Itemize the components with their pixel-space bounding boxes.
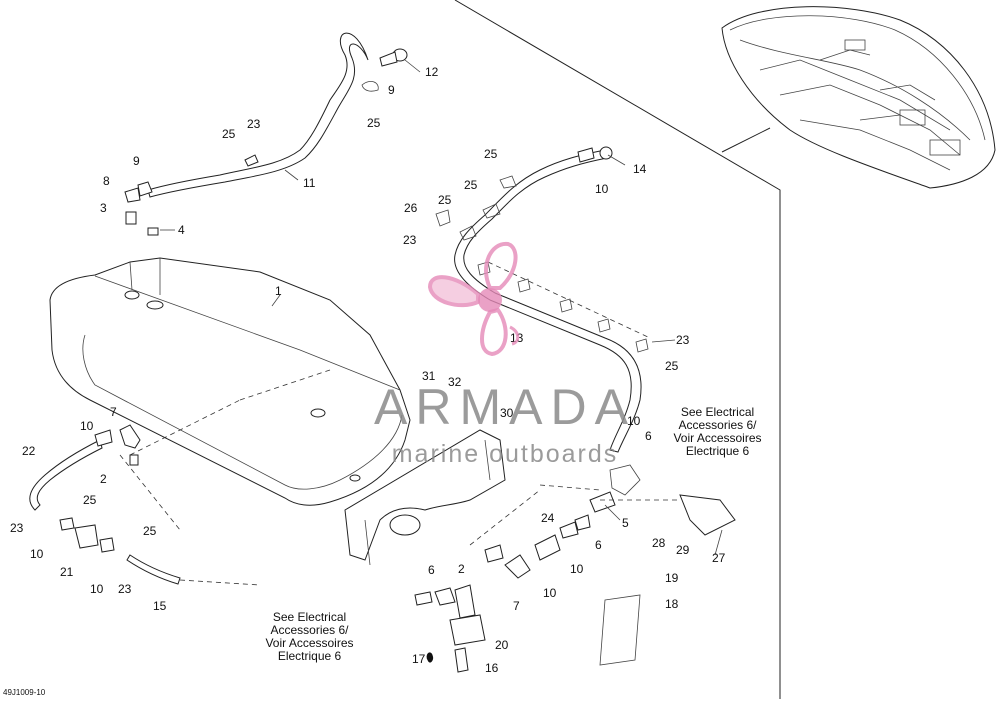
armada-propeller-logo (427, 241, 520, 357)
callout-29: 29 (676, 543, 690, 557)
callout-10: 10 (570, 562, 584, 576)
callout-24: 24 (541, 511, 555, 525)
callout-4: 4 (178, 223, 185, 237)
note-line: Voir Accessoires (265, 636, 354, 650)
callout-25: 25 (665, 359, 679, 373)
callout-23: 23 (247, 117, 261, 131)
callout-23: 23 (676, 333, 690, 347)
watermark-title: ARMADA (374, 379, 636, 435)
inset-leader (721, 127, 771, 153)
callout-25: 25 (438, 193, 452, 207)
callout-20: 20 (495, 638, 509, 652)
callout-10: 10 (543, 586, 557, 600)
note-line: Accessories 6/ (678, 418, 757, 432)
callout-11: 11 (303, 176, 316, 190)
callout-22: 22 (22, 444, 36, 458)
callout-5: 5 (622, 516, 629, 530)
watermark-subtitle: marine outboards (391, 440, 619, 468)
fuel-pump-assembly (414, 584, 486, 673)
mounting-plate (344, 429, 506, 566)
callout-8: 8 (103, 174, 110, 188)
callout-12: 12 (425, 65, 439, 79)
callout-25: 25 (83, 493, 97, 507)
callout-10: 10 (627, 414, 641, 428)
callout-6: 6 (595, 538, 602, 552)
callout-23: 23 (403, 233, 417, 247)
callout-2: 2 (100, 472, 107, 486)
inset-frame-line (454, 0, 781, 699)
fuel-tank (49, 257, 411, 506)
callout-10: 10 (80, 419, 94, 433)
callout-25: 25 (367, 116, 381, 130)
callout-25: 25 (222, 127, 236, 141)
callout-labels: 1 2 2 3 4 5 6 6 6 7 7 8 9 9 10 10 10 10 … (10, 65, 726, 675)
callout-9: 9 (388, 83, 395, 97)
note-line: Electrique 6 (277, 649, 342, 663)
callout-26: 26 (404, 201, 418, 215)
callout-15: 15 (153, 599, 167, 613)
vent-hose-11 (124, 32, 408, 236)
callout-6: 6 (428, 563, 435, 577)
callout-19: 19 (665, 571, 679, 585)
callout-3: 3 (100, 201, 107, 215)
callout-32: 32 (448, 375, 462, 389)
callout-25: 25 (143, 524, 157, 538)
callout-31: 31 (422, 369, 436, 383)
callout-25: 25 (464, 178, 478, 192)
callout-21: 21 (60, 565, 74, 579)
electrical-reference-note-bottom: See Electrical Accessories 6/ Voir Acces… (252, 611, 367, 663)
callout-23: 23 (118, 582, 132, 596)
callout-10: 10 (595, 182, 609, 196)
callout-17: 17 (412, 652, 426, 666)
callout-27: 27 (712, 551, 726, 565)
callout-7: 7 (513, 599, 520, 613)
right-bracket-assembly (469, 464, 736, 666)
callout-7: 7 (110, 405, 117, 419)
callout-2: 2 (458, 562, 465, 576)
figure-code: 49J1009-10 (3, 688, 46, 697)
watercraft-inset (721, 6, 996, 189)
callout-23: 23 (10, 521, 24, 535)
callout-14: 14 (633, 162, 647, 176)
note-line: Electrique 6 (685, 444, 750, 458)
callout-25: 25 (484, 147, 498, 161)
callout-1: 1 (275, 284, 282, 298)
electrical-reference-note-right: See Electrical Accessories 6/ Voir Acces… (665, 406, 770, 458)
fuel-hose-15 (119, 454, 261, 586)
note-line: See Electrical (272, 610, 347, 624)
note-line: See Electrical (680, 405, 755, 419)
callout-10: 10 (90, 582, 104, 596)
note-line: Accessories 6/ (270, 623, 349, 637)
callout-16: 16 (485, 661, 499, 675)
callout-30: 30 (500, 406, 514, 420)
note-line: Voir Accessoires (673, 431, 762, 445)
callout-18: 18 (665, 597, 679, 611)
callout-6: 6 (645, 429, 652, 443)
callout-28: 28 (652, 536, 666, 550)
fuel-hose-22 (29, 424, 141, 553)
leader-lines (160, 59, 723, 556)
callout-9: 9 (133, 154, 140, 168)
callout-10: 10 (30, 547, 44, 561)
